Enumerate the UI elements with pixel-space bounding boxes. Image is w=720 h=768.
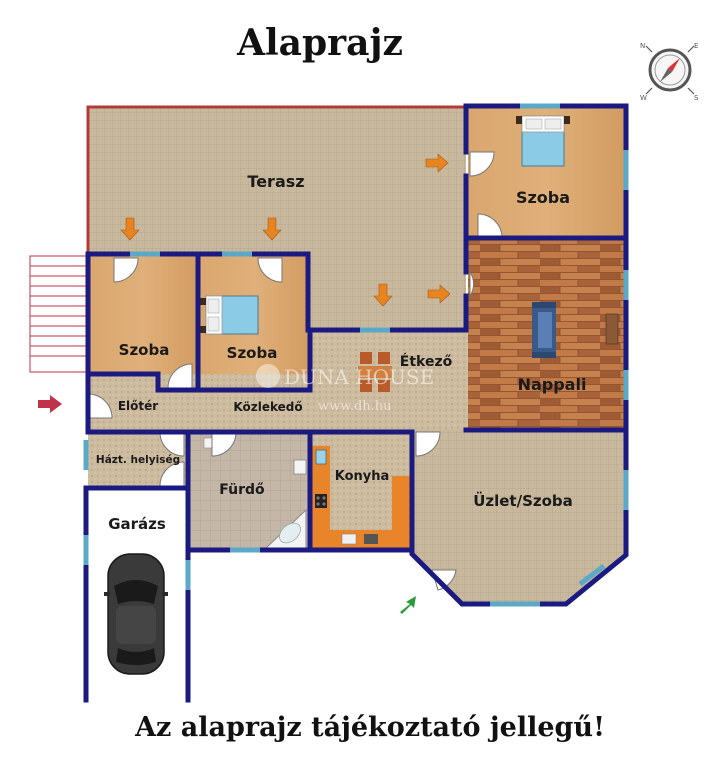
- room-label-szoba-ne: Szoba: [516, 188, 570, 207]
- room-label-kozlekedo: Közlekedő: [233, 400, 302, 414]
- room-label-garazs: Garázs: [108, 515, 166, 533]
- room-label-uzlet-szoba: Üzlet/Szoba: [473, 491, 573, 510]
- view-arrow: [400, 596, 416, 614]
- room-label-furdo: Fürdő: [219, 482, 265, 498]
- dining-chairs: [358, 352, 392, 392]
- watermark-brand: DUNA HOUSE: [284, 365, 434, 389]
- disclaimer-note: Az alaprajz tájékoztató jellegű!: [135, 712, 605, 743]
- entry-arrow: [38, 395, 62, 413]
- windows: [83, 103, 629, 607]
- office-floor: [412, 430, 626, 604]
- sofa: [532, 302, 556, 358]
- watermark: DUNA HOUSE www.dh.hu: [256, 364, 434, 414]
- watermark-url: www.dh.hu: [318, 399, 392, 414]
- tv-stand: [605, 313, 619, 345]
- toilet: [203, 437, 213, 449]
- bed-mid: [200, 295, 259, 335]
- washbasin: [293, 459, 307, 475]
- room-label-konyha: Konyha: [335, 469, 390, 484]
- orange-arrows: [120, 153, 451, 307]
- bed-ne: [516, 115, 570, 167]
- compass-icon: N E S W: [640, 42, 699, 102]
- room-label-terasz: Terasz: [247, 172, 304, 191]
- compass-letter-s: S: [694, 94, 699, 102]
- room-label-nappali: Nappali: [518, 375, 587, 394]
- door-swings: [87, 151, 503, 591]
- corridor-floor: [88, 374, 468, 430]
- room-label-eloter: Előtér: [118, 399, 158, 413]
- room-label-szoba-mid: Szoba: [227, 344, 278, 362]
- room-label-etkezo: Étkező: [400, 353, 453, 370]
- car: [104, 553, 168, 675]
- entrance-steps: [29, 255, 87, 373]
- page-title: Alaprajz: [237, 22, 403, 64]
- room-label-hazt-helyiseg: Házt. helyiség: [96, 454, 180, 466]
- kitchen-counter: [312, 446, 410, 548]
- terrace-railing: [86, 105, 466, 256]
- room-left-floor: [88, 256, 198, 374]
- compass-letter-w: W: [640, 94, 647, 102]
- compass-letter-e: E: [694, 42, 698, 50]
- room-label-szoba-left: Szoba: [119, 341, 170, 359]
- compass-letter-n: N: [640, 42, 645, 50]
